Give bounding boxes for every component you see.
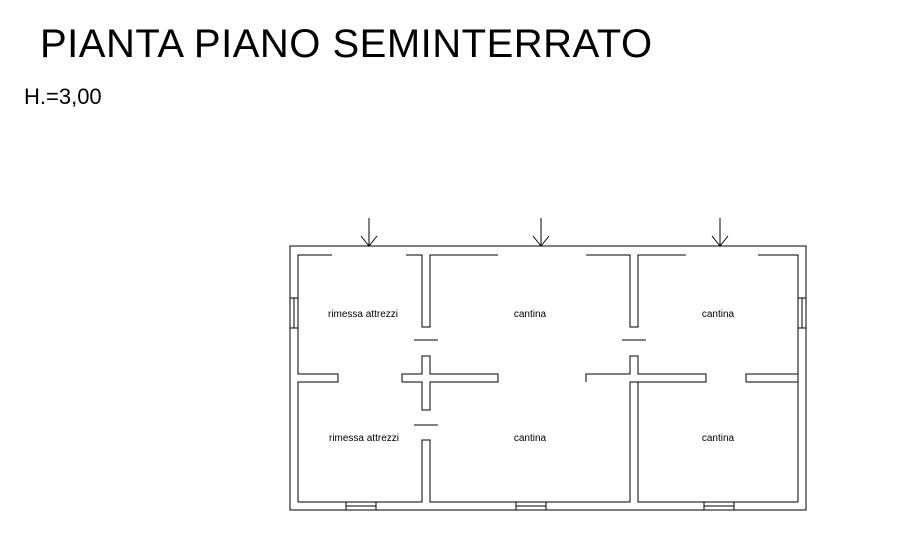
room-label-bottom-left: rimessa attrezzi <box>329 433 399 444</box>
room-label-bottom-right: cantina <box>702 433 735 444</box>
outer-wall-outline <box>289 245 807 511</box>
inner-wall-left-upper <box>297 328 339 502</box>
entrance-arrow-1 <box>360 218 378 247</box>
inner-wall-top-left <box>297 254 332 298</box>
inner-wall-bottom-mid1 <box>376 439 516 503</box>
entrance-arrow-3 <box>711 218 729 247</box>
plan-title: PIANTA PIANO SEMINTERRATO <box>40 22 653 66</box>
height-label: H.=3,00 <box>24 84 102 109</box>
cross-wall-right <box>585 355 707 383</box>
room-label-bottom-middle: cantina <box>514 433 547 444</box>
inner-wall-bottom-mid2 <box>546 381 704 503</box>
cross-wall-left <box>401 355 499 411</box>
entrance-arrow-2 <box>532 218 550 247</box>
room-label-top-left: rimessa attrezzi <box>328 309 398 320</box>
inner-wall-top-mid <box>406 254 498 328</box>
room-label-top-middle: cantina <box>514 309 547 320</box>
cross-wall-right-end <box>745 373 798 382</box>
room-label-top-right: cantina <box>702 309 735 320</box>
inner-wall-top-far <box>758 254 799 298</box>
inner-wall-top-right <box>586 254 686 328</box>
